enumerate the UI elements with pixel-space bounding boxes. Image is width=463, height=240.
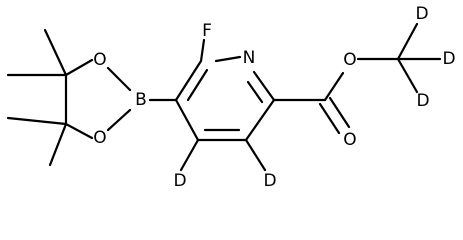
- atom-label-oxygen-top: O: [93, 50, 106, 70]
- bond-methyl-bottom-down: [48, 122, 68, 167]
- bond-c-o-double-b: [328, 96, 351, 129]
- bond-c4-d: [179, 138, 200, 172]
- bond-b-o-top: [106, 66, 132, 92]
- dioxaborolane-ring: [64, 58, 132, 140]
- molecule-canvas: F N B O O O O D D D D D: [6, 4, 456, 191]
- atom-label-deuterium-methyl-2: D: [442, 49, 455, 69]
- atom-label-fluorine: F: [202, 21, 212, 41]
- atom-label-ring-nitrogen: N: [243, 48, 256, 68]
- bond-c3-d: [244, 138, 267, 172]
- bond-c-o-single: [323, 71, 345, 102]
- bond-methyl-d3: [396, 57, 419, 94]
- bond-c6-n1: [214, 55, 242, 63]
- atom-label-boron: B: [135, 90, 147, 110]
- bond-c-o-double-a: [318, 102, 341, 135]
- atom-label-deuterium-methyl-1: D: [415, 4, 428, 24]
- bond-methyl-bottom-left: [6, 116, 68, 126]
- bond-methyl-top-up: [43, 28, 68, 77]
- bond-b-o-bottom: [106, 108, 132, 132]
- pyridine-ring: [174, 55, 276, 142]
- atom-label-deuterium-c4: D: [173, 171, 186, 191]
- atom-label-oxygen-bottom: O: [93, 128, 106, 148]
- bond-c4-c5: [174, 98, 200, 142]
- bond-c5-c6: [174, 59, 203, 102]
- bond-n1-c2-inner: [246, 80, 264, 104]
- bond-o-bottom-c: [64, 122, 94, 140]
- bond-c5-c6-inner: [186, 68, 209, 102]
- atom-label-deuterium-methyl-3: D: [416, 91, 429, 111]
- bond-c6-f: [199, 38, 206, 63]
- bond-o-top-c: [64, 58, 94, 77]
- bond-n1-c2: [252, 70, 276, 102]
- structure-drawing: F N B O O O O D D D D D: [6, 4, 456, 191]
- atom-label-ester-oxygen: O: [343, 50, 356, 70]
- bond-c2-c3: [244, 98, 276, 142]
- atom-label-carbonyl-oxygen: O: [343, 130, 356, 150]
- atom-label-deuterium-c3: D: [263, 171, 276, 191]
- bond-methyl-d1: [396, 22, 419, 61]
